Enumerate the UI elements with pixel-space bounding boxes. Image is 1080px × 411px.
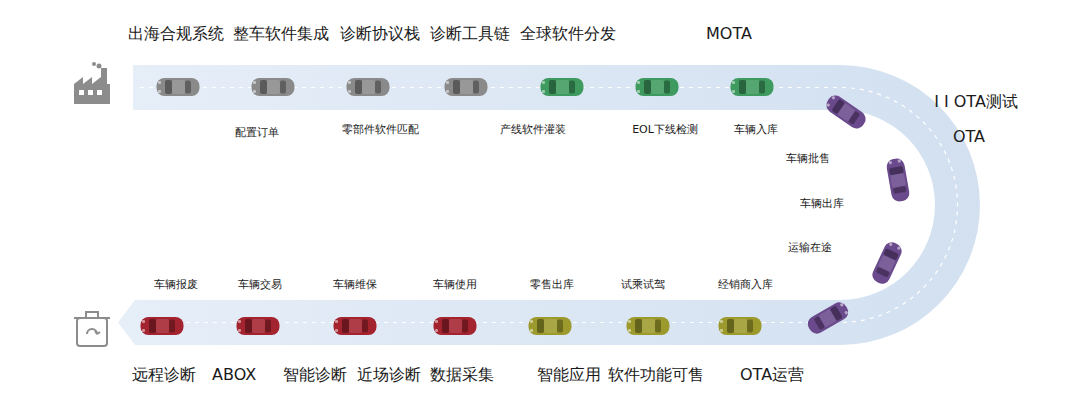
recycle-bin-icon — [74, 312, 110, 346]
road-centerline — [140, 88, 957, 323]
car-red — [141, 317, 477, 335]
stage-label: 车辆使用 — [433, 278, 477, 291]
stage-label: 零部件软件匹配 — [342, 123, 419, 136]
system-label: 诊断协议栈 — [340, 24, 420, 43]
system-label: I I OTA测试 — [934, 92, 1018, 111]
stage-label: 车辆批售 — [786, 152, 830, 165]
system-label: OTA运营 — [740, 365, 804, 384]
system-label: 近场诊断 — [357, 365, 421, 384]
stage-label: 运输在途 — [788, 241, 832, 254]
system-label: 出海合规系统 — [128, 24, 224, 43]
stage-label: 车辆交易 — [238, 278, 282, 291]
system-label: 全球软件分发 — [520, 24, 616, 43]
system-label: 诊断工具链 — [430, 24, 510, 43]
system-label: 数据采集 — [430, 365, 494, 384]
stage-label: 车辆维保 — [333, 278, 377, 291]
stage-label: 产线软件灌装 — [500, 123, 566, 136]
car-grey — [157, 78, 488, 96]
system-label: 远程诊断 — [132, 365, 196, 384]
stage-label: 零售出库 — [530, 278, 574, 291]
car-purple — [805, 92, 911, 336]
system-label: 智能应用 — [537, 365, 601, 384]
stage-label: 车辆出库 — [800, 197, 844, 210]
system-label: ABOX — [212, 365, 256, 384]
stage-label: 车辆报废 — [154, 278, 198, 291]
car-green — [541, 78, 774, 96]
car-olive — [529, 317, 762, 335]
factory-icon — [74, 62, 110, 104]
system-label: 整车软件集成 — [233, 24, 329, 43]
stage-label: 车辆入库 — [734, 123, 778, 136]
system-label: 软件功能可售 — [608, 365, 704, 384]
system-label: 智能诊断 — [283, 365, 347, 384]
system-label: OTA — [953, 127, 985, 146]
road-band — [118, 65, 980, 345]
stage-label: EOL下线检测 — [632, 123, 698, 136]
stage-label: 试乘试驾 — [621, 278, 665, 291]
stage-label: 经销商入库 — [718, 278, 773, 291]
system-label: MOTA — [706, 24, 752, 43]
stage-label: 配置订单 — [235, 126, 279, 139]
